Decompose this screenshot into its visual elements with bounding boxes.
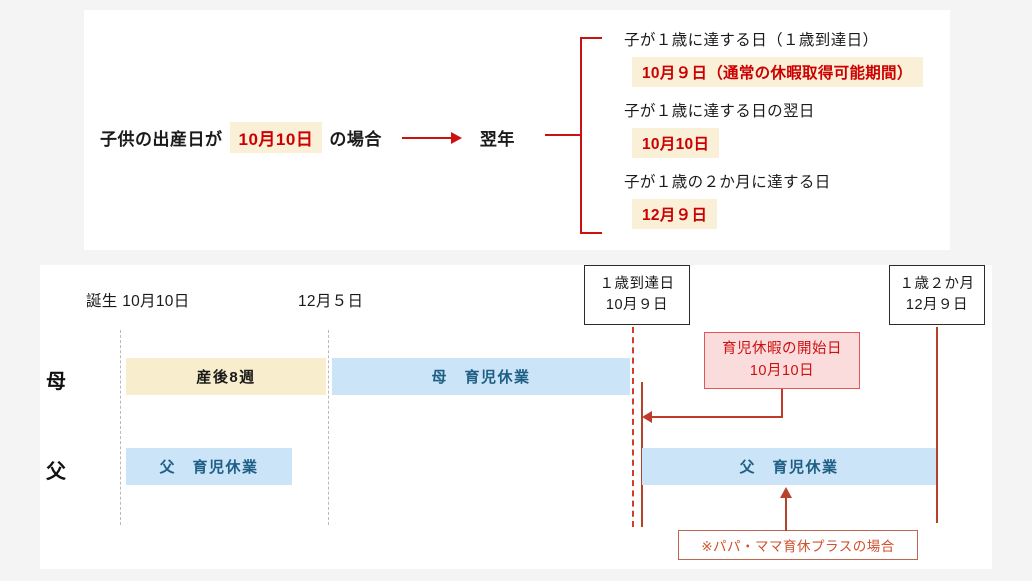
note-papa-mama-plus: ※パパ・ママ育休プラスの場合 [678, 530, 918, 560]
arrow-up-icon [780, 487, 792, 498]
branch-item: 子が１歳の２か月に達する日 12月９日 [624, 170, 944, 229]
row-label-father: 父 [46, 461, 67, 483]
bracket-stub-line [545, 134, 581, 136]
callout-leave-start-date: 育児休暇の開始日 10月10日 [704, 332, 860, 389]
callout-stem-line [781, 389, 783, 418]
guide-line-dec5 [328, 330, 329, 525]
bracket-icon [580, 37, 602, 234]
arrow-right-icon [401, 131, 462, 144]
date-box-line2: 10月９日 [605, 297, 669, 313]
branch-value: 12月９日 [632, 199, 718, 229]
branch-item: 子が１歳に達する日（１歳到達日） 10月９日（通常の休暇取得可能期間） [624, 28, 944, 87]
branch-item: 子が１歳に達する日の翌日 10月10日 [624, 99, 944, 158]
guide-line-one-year [632, 327, 634, 527]
bar-label: 産後8週 [196, 369, 256, 386]
timeline-panel: 誕生 10月10日 12月５日 母 父 産後8週 母 育児休業 父 育児休業 父… [40, 265, 992, 569]
bar-label: 父 育児休業 [739, 459, 839, 476]
bar-label: 母 育児休業 [431, 369, 531, 386]
branch-title: 子が１歳の２か月に達する日 [624, 174, 831, 191]
top-panel: 子供の出産日が 10月10日 の場合 翌年 子が１歳に達する日（１歳到達日） 1… [84, 10, 950, 250]
row-label-mother: 母 [46, 371, 67, 393]
callout-line2: 10月10日 [749, 362, 815, 379]
case-birth-date: 10月10日 [229, 122, 323, 153]
case-prefix-text: 子供の出産日が [100, 130, 223, 149]
bar-father-childcare-leave-early: 父 育児休業 [126, 448, 292, 485]
note-stem-line [785, 497, 787, 531]
branch-list: 子が１歳に達する日（１歳到達日） 10月９日（通常の休暇取得可能期間） 子が１歳… [624, 28, 944, 241]
next-year-label: 翌年 [479, 130, 515, 149]
callout-elbow-line [652, 416, 783, 418]
date-box-line1: １歳到達日 [599, 275, 675, 292]
guide-line-birth [120, 330, 121, 525]
bar-mother-childcare-leave: 母 育児休業 [332, 358, 630, 395]
date-box-one-year: １歳到達日 10月９日 [584, 265, 690, 325]
case-statement: 子供の出産日が 10月10日 の場合 翌年 [100, 122, 515, 153]
bar-label: 父 育児休業 [159, 459, 259, 476]
branch-title: 子が１歳に達する日の翌日 [624, 103, 815, 120]
bar-postpartum-8-weeks: 産後8週 [126, 358, 326, 395]
tick-label-birth: 誕生 10月10日 [86, 293, 190, 310]
date-box-line2: 12月９日 [905, 297, 969, 313]
bar-father-childcare-leave-plus: 父 育児休業 [642, 448, 936, 485]
guide-line-14-months [936, 327, 938, 523]
date-box-line1: １歳２か月 [899, 275, 975, 292]
arrow-left-icon [642, 411, 652, 423]
branch-value: 10月10日 [632, 128, 720, 158]
case-suffix-text: の場合 [329, 130, 382, 149]
callout-line1: 育児休暇の開始日 [722, 340, 842, 357]
date-box-14-months: １歳２か月 12月９日 [889, 265, 985, 325]
branch-value: 10月９日（通常の休暇取得可能期間） [632, 57, 923, 87]
tick-label-dec5: 12月５日 [298, 293, 364, 310]
branch-title: 子が１歳に達する日（１歳到達日） [624, 32, 879, 49]
